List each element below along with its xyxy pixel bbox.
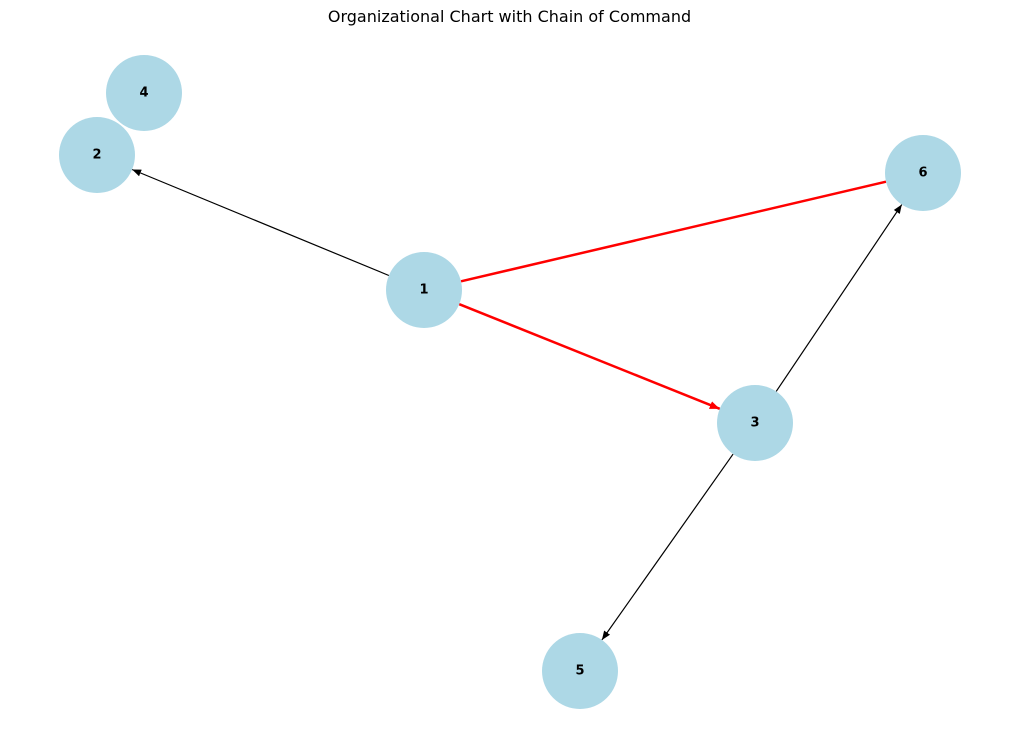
node-circle	[386, 252, 462, 328]
edge-1-to-6	[460, 180, 887, 283]
node-label: 6	[918, 166, 927, 181]
node-label: 2	[92, 148, 101, 163]
node-6[interactable]: 6	[885, 135, 961, 211]
node-5[interactable]: 5	[542, 633, 618, 709]
node-circle	[106, 55, 182, 131]
node-label: 5	[575, 664, 584, 679]
node-3[interactable]: 3	[717, 385, 793, 461]
node-2[interactable]: 2	[59, 117, 135, 193]
node-label: 4	[139, 86, 148, 101]
node-1[interactable]: 1	[386, 252, 462, 328]
nodes-layer: 1 2 3 4 5 6	[59, 55, 961, 709]
node-label: 1	[419, 283, 428, 298]
node-circle	[885, 135, 961, 211]
node-4[interactable]: 4	[106, 55, 182, 131]
node-circle	[59, 117, 135, 193]
edge-3-to-6	[775, 204, 903, 392]
node-label: 3	[750, 416, 759, 431]
chart-title: Organizational Chart with Chain of Comma…	[327, 7, 692, 26]
edge-1-to-2	[131, 168, 390, 277]
edges-layer	[131, 168, 903, 641]
node-circle	[542, 633, 618, 709]
edge-1-to-3	[458, 303, 721, 410]
edge-3-to-5	[601, 453, 734, 641]
node-circle	[717, 385, 793, 461]
